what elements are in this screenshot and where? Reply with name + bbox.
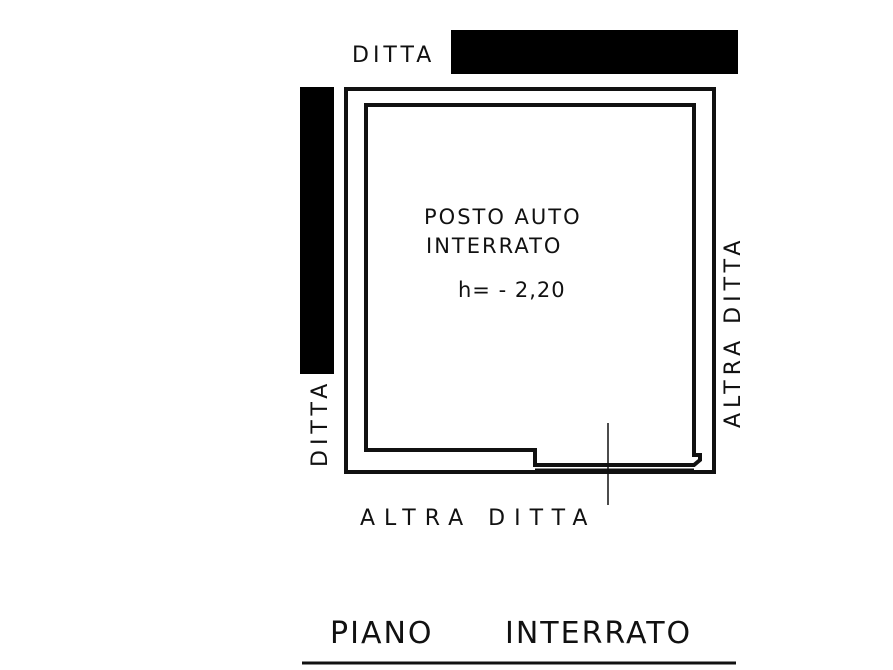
outer-wall xyxy=(344,87,716,474)
room-height: h= - 2,20 xyxy=(458,278,566,302)
redaction-bar-left xyxy=(300,87,334,374)
label-top-neighbor: DITTA xyxy=(352,43,435,68)
label-left-neighbor: DITTA xyxy=(308,379,333,467)
label-right-neighbor: ALTRA DITTA xyxy=(721,236,746,428)
floor-title-word1: PIANO xyxy=(330,616,434,651)
floor-title-word2: INTERRATO xyxy=(505,616,692,651)
inner-wall xyxy=(364,103,702,467)
room-name-line1: POSTO AUTO xyxy=(424,205,582,229)
label-bottom-neighbor: ALTRA DITTA xyxy=(360,506,596,531)
room-name-line2: INTERRATO xyxy=(426,234,562,258)
redaction-bar-top xyxy=(451,30,738,74)
